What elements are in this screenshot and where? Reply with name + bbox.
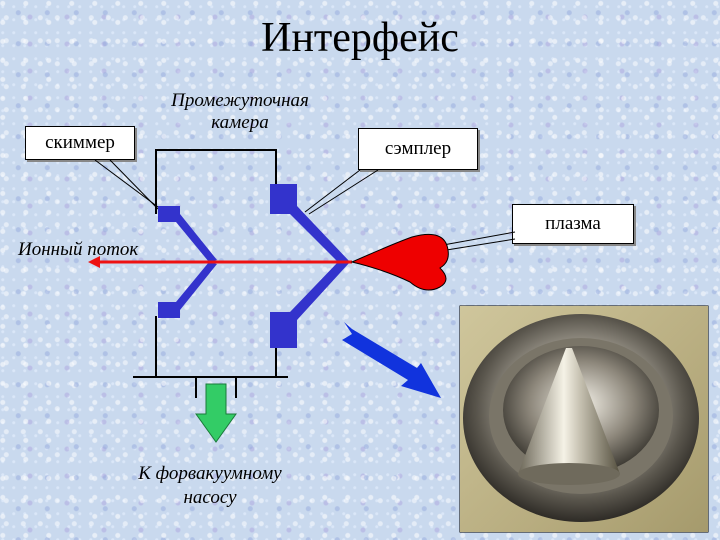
ion-beam xyxy=(88,256,352,268)
plasma-callout: плазма xyxy=(512,204,634,244)
skimmer-callout: скиммер xyxy=(25,126,135,160)
skimmer-label: скиммер xyxy=(45,132,115,153)
chamber-walls xyxy=(133,149,288,398)
sampler-callout: сэмплер xyxy=(358,128,478,170)
sampler-cone-photo xyxy=(460,306,708,532)
sampler-cone xyxy=(270,184,350,348)
skimmer-cone xyxy=(158,206,217,318)
plasma-label: плазма xyxy=(545,213,601,234)
ion-beam-arrowhead xyxy=(88,256,100,268)
ion-flow-label: Ионный поток xyxy=(18,239,139,260)
plasma-shape xyxy=(350,233,449,291)
page-title: Интерфейс xyxy=(261,15,459,61)
sampler-label: сэмплер xyxy=(384,138,452,159)
pump-arrow xyxy=(195,383,237,443)
pump-label: К форвакуумному насосу xyxy=(138,463,282,508)
pointer-arrow-to-photo xyxy=(342,322,441,398)
chamber-label: Промежуточная камера xyxy=(171,90,309,133)
